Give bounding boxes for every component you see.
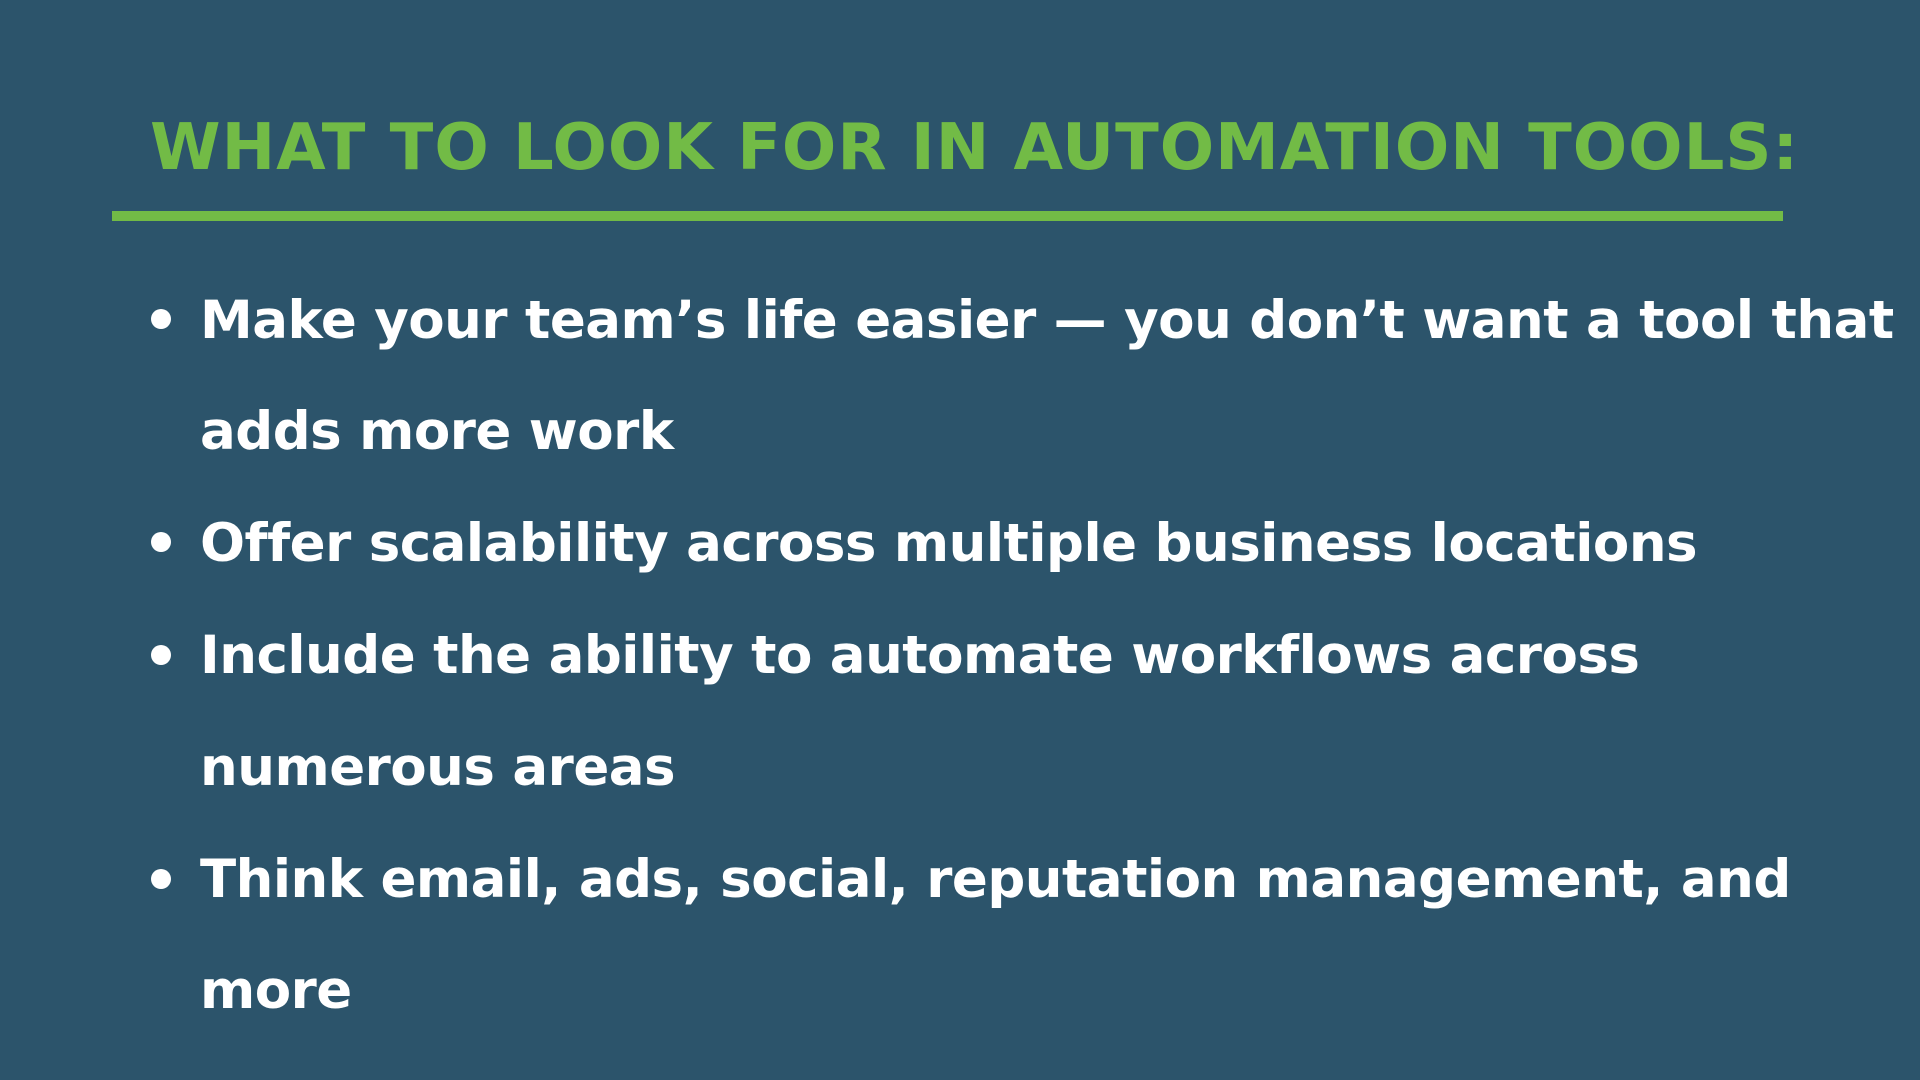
bullet-text-line: Include the ability to automate workflow… [200,625,1640,686]
bullet-text-line: Make your team’s life easier — you don’t… [200,290,1894,351]
bullet-dot-icon [151,309,171,329]
bullet-text-line: Think email, ads, social, reputation man… [200,849,1791,910]
bullet-dot-icon [151,869,171,889]
slide-title: WHAT TO LOOK FOR IN AUTOMATION TOOLS: [150,111,1800,185]
bullet-dot-icon [151,532,171,552]
bullet-text-line: Offer scalability across multiple busine… [200,513,1698,574]
bullet-text-line: adds more work [200,401,674,462]
bullet-text-line: numerous areas [200,737,676,798]
bullet-text-line: more [200,960,352,1021]
bullet-dot-icon [151,645,171,665]
title-underline-divider [112,211,1783,221]
